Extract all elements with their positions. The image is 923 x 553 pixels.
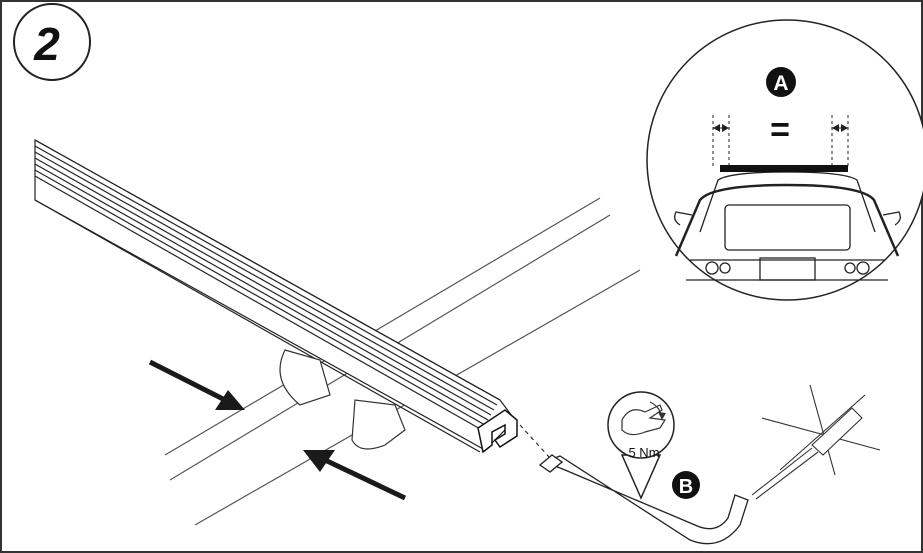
callout-b-label: B bbox=[679, 476, 693, 498]
callout-a-label: A bbox=[773, 72, 788, 95]
inset-roof-bar bbox=[720, 165, 848, 172]
crossbar-end-profile bbox=[477, 409, 518, 454]
step-badge: 2 bbox=[13, 3, 91, 81]
hex-key-icon bbox=[538, 454, 749, 545]
crossbar bbox=[34, 138, 518, 454]
push-arrow-left bbox=[323, 457, 407, 501]
callout-a-badge bbox=[766, 67, 796, 97]
torque-value: 5 Nm bbox=[628, 445, 659, 460]
circle-number-icon bbox=[13, 3, 91, 81]
push-arrow-right bbox=[148, 359, 227, 403]
step-number: 2 bbox=[33, 18, 60, 70]
car-detail-inset: = A bbox=[646, 19, 923, 301]
hand-rotate-icon bbox=[607, 391, 675, 459]
torque-callout: 5 Nm bbox=[607, 391, 675, 500]
crossed-screwdriver-icon bbox=[751, 384, 881, 500]
car-rear-view-icon bbox=[646, 19, 923, 301]
rack-foot bbox=[279, 349, 406, 450]
callout-b: B bbox=[672, 471, 700, 499]
arrow-icon bbox=[148, 359, 407, 501]
equal-sign: = bbox=[770, 111, 790, 149]
